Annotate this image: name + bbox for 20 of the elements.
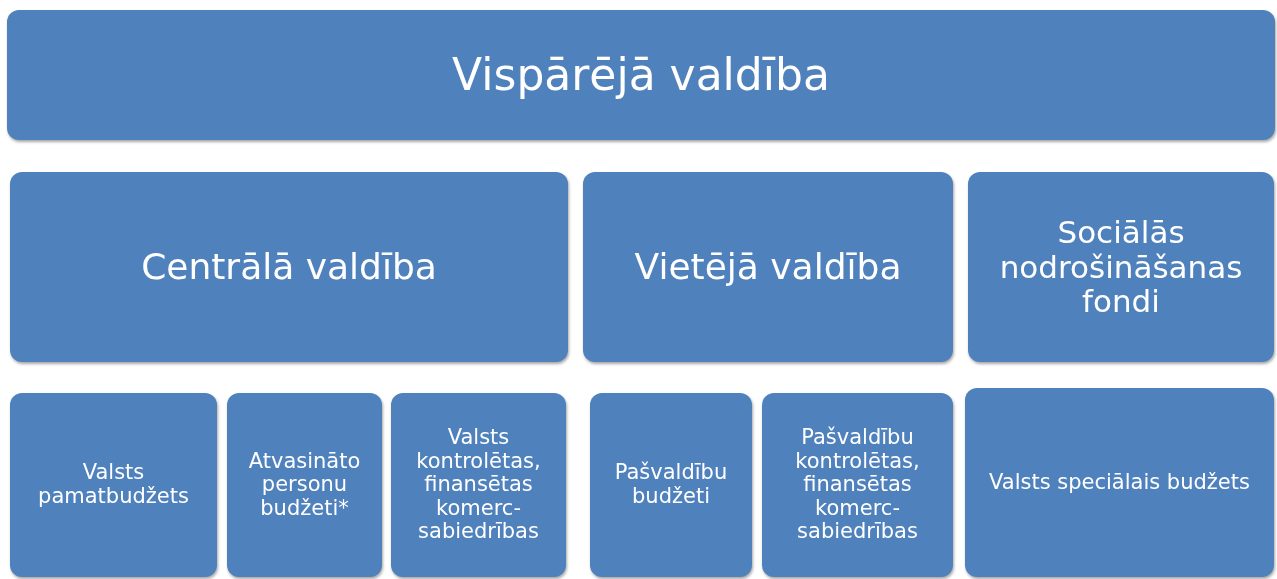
category-box bbox=[10, 393, 217, 577]
category-box bbox=[583, 172, 953, 362]
category-box bbox=[391, 393, 566, 577]
box-label: Pašvaldību budžeti bbox=[613, 461, 729, 509]
box-label: Vispārējā valdība bbox=[452, 50, 830, 100]
category-box bbox=[968, 172, 1274, 362]
box-label: Centrālā valdība bbox=[141, 246, 437, 288]
box-label: Vietējā valdība bbox=[634, 246, 902, 288]
box-label: Pašvaldību kontrolētas, finansētas komerc- sabiedrības bbox=[794, 426, 921, 544]
category-box bbox=[965, 388, 1274, 577]
category-box bbox=[762, 393, 953, 577]
category-box bbox=[7, 10, 1275, 140]
box-label: Valsts speciālais budžets bbox=[989, 470, 1250, 495]
category-box bbox=[227, 393, 382, 577]
box-label: Atvasināto personu budžeti* bbox=[247, 449, 362, 521]
category-box bbox=[10, 172, 568, 362]
box-label: Valsts kontrolētas, finansētas komerc- sabiedrības bbox=[415, 426, 542, 544]
category-box bbox=[590, 393, 752, 577]
box-label: Valsts pamatbudžets bbox=[37, 461, 190, 509]
box-label: Sociālās nodrošināšanas fondi bbox=[998, 214, 1244, 320]
